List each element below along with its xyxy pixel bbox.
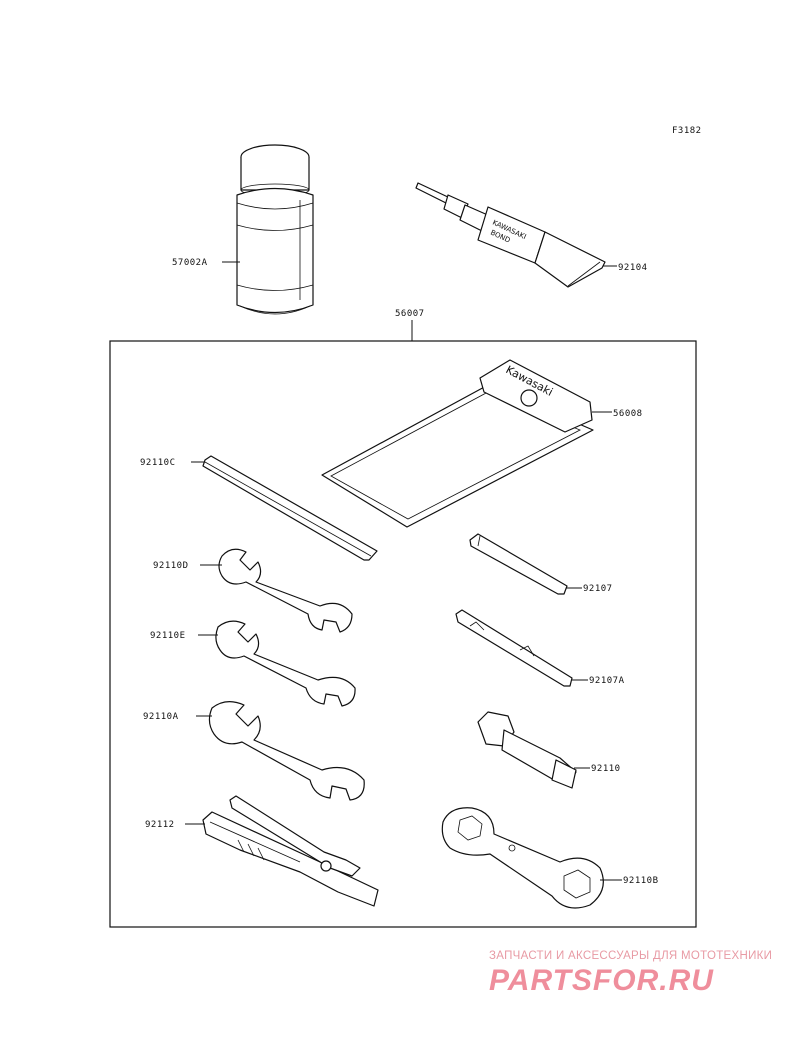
part-label-92107a: 92107A (589, 676, 625, 686)
part-label-92110b: 92110B (623, 876, 659, 886)
wrench-a-illustration (208, 701, 365, 801)
tool-bag-illustration: Kawasaki (321, 359, 594, 528)
part-label-92104: 92104 (618, 263, 648, 273)
part-label-92107: 92107 (583, 584, 613, 594)
part-label-56007: 56007 (395, 309, 425, 319)
part-label-92110c: 92110C (140, 458, 176, 468)
watermark-tagline: ЗАПЧАСТИ И АКСЕССУАРЫ ДЛЯ МОТОТЕХНИКИ (489, 950, 773, 962)
watermark-brand: PARTSFOR.RU (489, 964, 714, 997)
spray-can-illustration (236, 144, 314, 315)
part-label-92112: 92112 (145, 820, 175, 830)
part-label-92110e: 92110E (150, 631, 186, 641)
wrench-e-illustration (215, 620, 356, 707)
bond-tube-illustration: KAWASAKI BOND (415, 182, 606, 288)
screwdriver-illustration (455, 609, 573, 687)
tool-kit-frame (109, 340, 697, 928)
plug-wrench-illustration (477, 711, 577, 789)
ring-wrench-illustration (441, 807, 604, 909)
pliers-illustration (202, 795, 379, 907)
hex-bar-illustration (202, 455, 378, 561)
wrench-d-illustration (218, 548, 353, 633)
part-label-92110d: 92110D (153, 561, 189, 571)
part-label-57002a: 57002A (172, 258, 208, 268)
part-label-92110: 92110 (591, 764, 621, 774)
screwdriver-bit-illustration (469, 533, 568, 595)
part-label-92110a: 92110A (143, 712, 179, 722)
figure-code: F3182 (672, 126, 702, 136)
part-label-56008: 56008 (613, 409, 643, 419)
